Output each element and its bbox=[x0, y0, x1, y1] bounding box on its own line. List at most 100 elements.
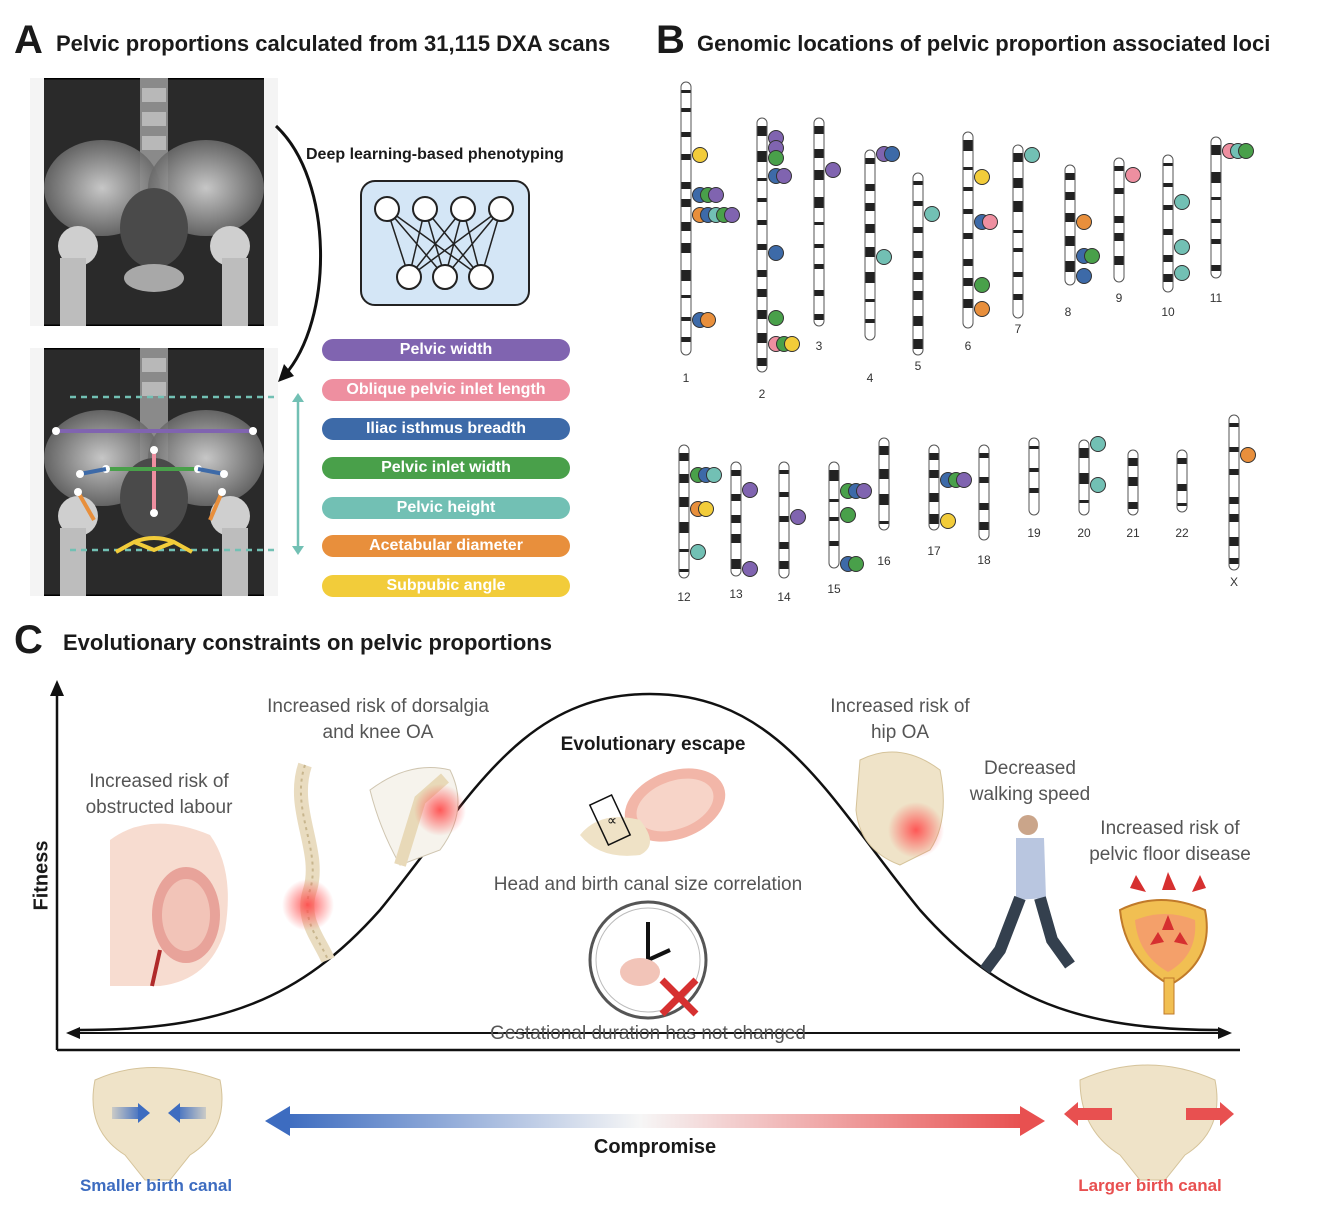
locus-dot bbox=[848, 556, 864, 572]
chromosome-label: 14 bbox=[777, 590, 791, 604]
chromosome-20: 20 bbox=[1077, 436, 1106, 540]
locus-dot bbox=[790, 509, 806, 525]
chromosome-2: 2 bbox=[756, 117, 800, 401]
chromosome-X: X bbox=[1228, 414, 1256, 589]
fetus-illustration: ∝ bbox=[580, 768, 726, 856]
hip-illustration bbox=[855, 751, 944, 866]
phenotyping-label: Deep learning-based phenotyping bbox=[306, 146, 564, 163]
chromosome-label: 5 bbox=[915, 359, 922, 373]
chromosome-19: 19 bbox=[1027, 437, 1041, 540]
chromosome-18: 18 bbox=[977, 444, 991, 567]
chromosome-14: 14 bbox=[777, 461, 806, 604]
locus-dot bbox=[698, 501, 714, 517]
locus-dot bbox=[884, 146, 900, 162]
chromosome-21: 21 bbox=[1126, 449, 1140, 540]
chromosome-label: 6 bbox=[965, 339, 972, 353]
locus-dot bbox=[692, 147, 708, 163]
fitness-diagram: ∝ bbox=[50, 680, 1240, 1181]
panel-a-letter: A bbox=[14, 18, 43, 62]
locus-dot bbox=[1090, 436, 1106, 452]
locus-dot bbox=[974, 169, 990, 185]
chromosome-label: 18 bbox=[977, 553, 991, 567]
chromosome-22: 22 bbox=[1175, 449, 1189, 540]
locus-dot bbox=[974, 301, 990, 317]
panel-c-letter: C bbox=[14, 618, 43, 662]
measure-pill: Acetabular diameter bbox=[322, 535, 570, 557]
chromosome-label: 11 bbox=[1210, 291, 1223, 305]
chromosome-5: 5 bbox=[912, 172, 940, 373]
chromosome-label: 1 bbox=[683, 371, 690, 385]
locus-dot bbox=[724, 207, 740, 223]
fitness-axis-label-wrap: Fitness bbox=[20, 840, 56, 946]
large-pelvis-icon bbox=[1064, 1064, 1234, 1181]
chromosome-label: 19 bbox=[1027, 526, 1041, 540]
measure-pill: Pelvic width bbox=[322, 339, 570, 361]
fitness-curve bbox=[79, 692, 1221, 1032]
dxa-scan-annotated-image bbox=[30, 348, 278, 596]
locus-dot bbox=[768, 245, 784, 261]
smaller-birth-canal-label: Smaller birth canal bbox=[79, 1176, 233, 1195]
panel-a-title: Pelvic proportions calculated from 31,11… bbox=[56, 31, 611, 56]
locus-dot bbox=[1125, 167, 1141, 183]
chromosome-label: 9 bbox=[1116, 291, 1123, 305]
walking-person-illustration bbox=[980, 815, 1075, 974]
larger-birth-canal-label: Larger birth canal bbox=[1078, 1176, 1222, 1195]
locus-dot bbox=[776, 168, 792, 184]
locus-dot bbox=[1084, 248, 1100, 264]
chromosome-label: X bbox=[1230, 575, 1238, 589]
locus-dot bbox=[982, 214, 998, 230]
chromosome-10: 10 bbox=[1161, 154, 1190, 319]
chromosome-3: 3 bbox=[813, 117, 841, 353]
chromosome-1: 1 bbox=[680, 81, 740, 385]
pregnancy-illustration bbox=[110, 823, 228, 987]
locus-dot bbox=[1238, 143, 1254, 159]
locus-dot bbox=[1174, 265, 1190, 281]
locus-dot bbox=[856, 483, 872, 499]
measure-pill: Subpubic angle bbox=[322, 575, 570, 597]
locus-dot bbox=[876, 249, 892, 265]
compromise-label: Compromise bbox=[593, 1136, 717, 1158]
locus-dot bbox=[825, 162, 841, 178]
locus-dot bbox=[706, 467, 722, 483]
fitness-axis-label: Fitness bbox=[30, 840, 53, 911]
risk-hip-oa: Increased risk of hip OA bbox=[830, 696, 970, 743]
chromosome-label: 10 bbox=[1161, 305, 1175, 319]
locus-dot bbox=[1174, 194, 1190, 210]
chromosome-17: 17 bbox=[927, 444, 972, 558]
chromosome-8: 8 bbox=[1064, 164, 1100, 319]
locus-dot bbox=[708, 187, 724, 203]
measure-pill: Iliac isthmus breadth bbox=[322, 418, 570, 440]
locus-dot bbox=[1090, 477, 1106, 493]
locus-dot bbox=[1076, 214, 1092, 230]
locus-dot bbox=[742, 561, 758, 577]
decreased-walking-speed: Decreased walking speed bbox=[969, 758, 1091, 805]
chromosome-7: 7 bbox=[1012, 144, 1040, 336]
chromosome-label: 4 bbox=[867, 371, 874, 385]
chromosome-9: 9 bbox=[1113, 157, 1141, 305]
risk-dorsalgia-knee: Increased risk of dorsalgia and knee OA bbox=[267, 696, 489, 743]
risk-pelvic-floor: Increased risk of pelvic floor disease bbox=[1089, 818, 1251, 865]
chromosome-label: 21 bbox=[1126, 526, 1140, 540]
chromosome-label: 3 bbox=[816, 339, 823, 353]
chromosome-4: 4 bbox=[864, 146, 900, 385]
knee-illustration bbox=[369, 767, 466, 867]
svg-text:∝: ∝ bbox=[607, 812, 617, 828]
chromosome-label: 13 bbox=[729, 587, 743, 601]
locus-dot bbox=[768, 310, 784, 326]
evolutionary-escape-label: Evolutionary escape bbox=[560, 734, 746, 755]
locus-dot bbox=[742, 482, 758, 498]
locus-dot bbox=[700, 312, 716, 328]
locus-dot bbox=[1076, 268, 1092, 284]
panel-b-title: Genomic locations of pelvic proportion a… bbox=[697, 31, 1271, 56]
compromise-bar bbox=[285, 1114, 1025, 1128]
small-pelvis-icon bbox=[92, 1067, 223, 1181]
spine-illustration bbox=[282, 762, 335, 963]
chromosome-11: 11 bbox=[1210, 136, 1254, 305]
chromosome-label: 15 bbox=[827, 582, 841, 596]
pelvic-height-arrow bbox=[292, 393, 304, 555]
chromosome-label: 17 bbox=[927, 544, 941, 558]
chromosome-label: 22 bbox=[1175, 526, 1189, 540]
chromosome-label: 8 bbox=[1065, 305, 1072, 319]
dxa-scan-raw-image bbox=[30, 78, 278, 326]
